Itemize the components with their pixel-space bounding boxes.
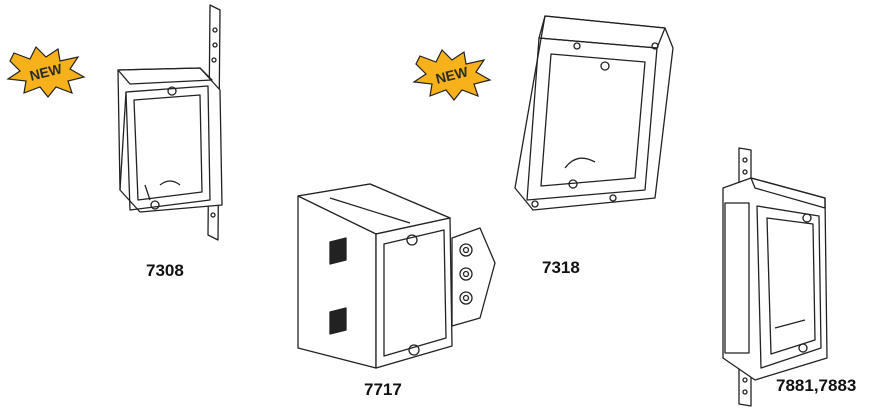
model-label-7717: 7717 [364,380,402,399]
starburst-icon [412,48,492,101]
model-label-7318: 7318 [542,258,580,277]
product-7318-illustration [514,15,674,211]
product-7881-7883-illustration [722,147,828,407]
product-7717-illustration [297,183,496,369]
new-badge-2: NEW [412,48,492,101]
product-7308-illustration [117,4,223,241]
new-badge-text: NEW [434,63,470,87]
starburst-icon [6,45,86,98]
model-label-7308: 7308 [146,261,184,280]
new-badge-1: NEW [6,45,86,98]
model-label-7881-7883: 7881,7883 [776,376,857,395]
new-badge-text: NEW [28,60,64,84]
